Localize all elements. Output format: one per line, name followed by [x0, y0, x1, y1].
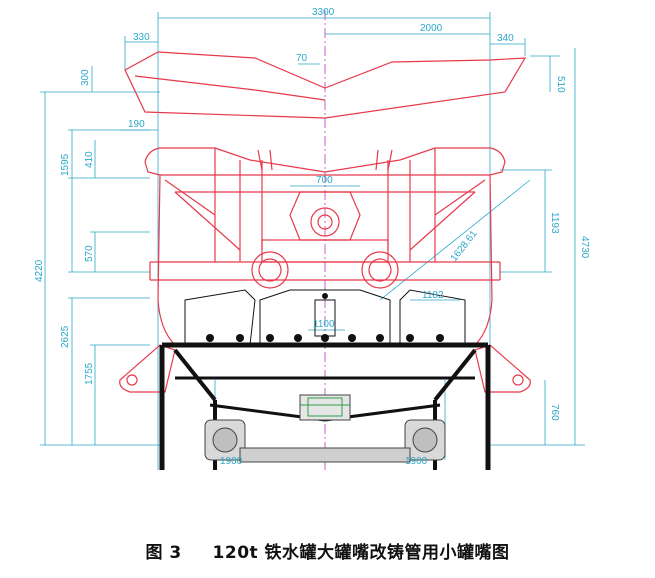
- dim-190: 190: [128, 119, 145, 130]
- dim-300: 300: [80, 69, 91, 86]
- ladle-drawing: 3300 2000 330 340 70 510 300 190 410 159…: [34, 7, 590, 470]
- dim-1755: 1755: [84, 362, 95, 385]
- dim-1182: 1182: [422, 290, 444, 301]
- bogie: [204, 394, 446, 463]
- dim-760: 760: [549, 404, 560, 421]
- dim-2000: 2000: [420, 23, 443, 34]
- dim-700: 700: [316, 175, 333, 186]
- dim-410: 410: [84, 151, 95, 168]
- dim-4730: 4730: [579, 236, 590, 259]
- ladle-outline: [119, 51, 531, 393]
- dim-4220: 4220: [34, 259, 45, 282]
- figure-title: 120t 铁水罐大罐嘴改铸管用小罐嘴图: [212, 543, 510, 563]
- dim-1193: 1193: [549, 212, 560, 234]
- figure-label: 图 3: [145, 543, 182, 563]
- dim-1900-right: 1900: [405, 456, 428, 467]
- dim-330: 330: [133, 32, 150, 43]
- dim-1100: 1100: [313, 319, 335, 330]
- bogie-detail: [300, 397, 350, 417]
- dim-3300: 3300: [312, 7, 335, 18]
- figure-caption: 图 3 120t 铁水罐大罐嘴改铸管用小罐嘴图: [0, 538, 655, 563]
- dim-1595: 1595: [60, 153, 71, 176]
- dim-2625: 2625: [60, 325, 71, 348]
- dim-570: 570: [84, 245, 95, 262]
- dim-1628: 1628.61: [449, 228, 480, 264]
- dim-1900-left: 1900: [220, 456, 243, 467]
- dim-70: 70: [296, 53, 308, 64]
- dim-510: 510: [555, 76, 566, 93]
- bolts: [206, 293, 444, 342]
- dim-340: 340: [497, 33, 514, 44]
